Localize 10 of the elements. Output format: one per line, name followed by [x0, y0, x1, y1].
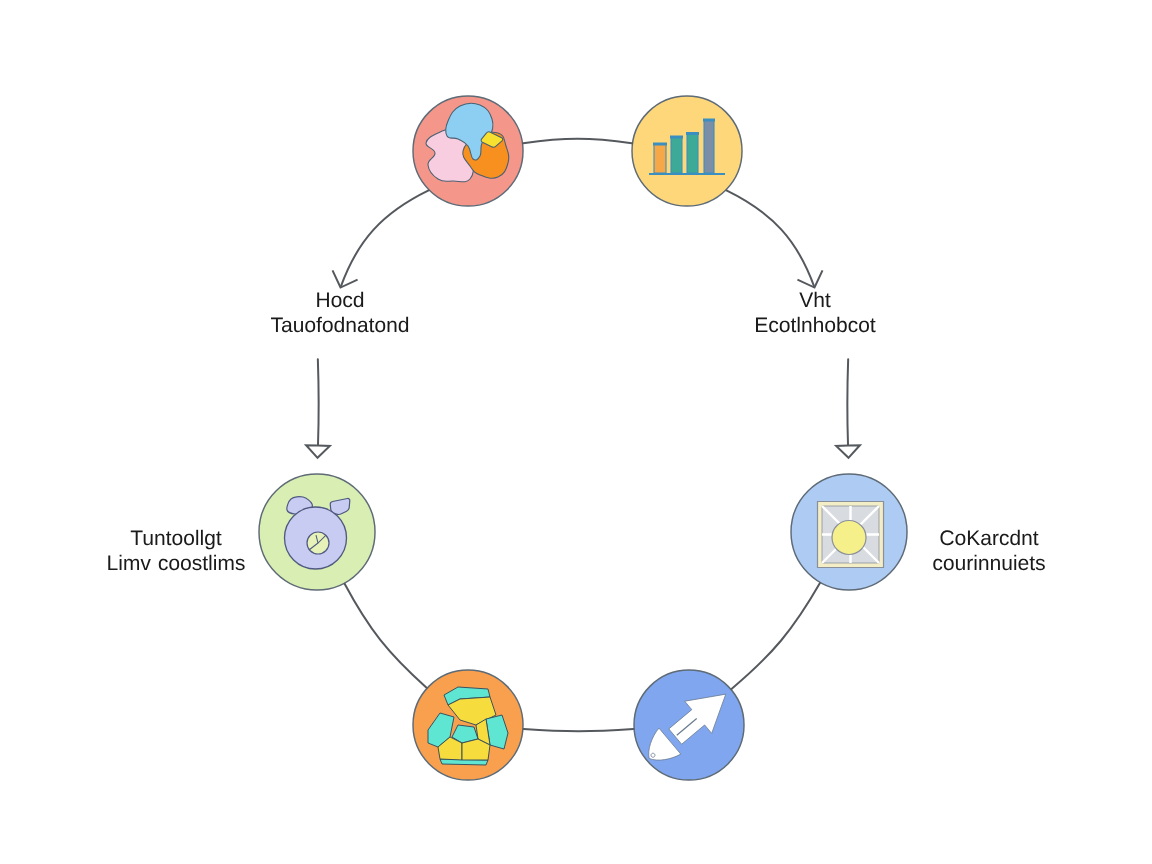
arrow: [725, 189, 824, 289]
step-label: Hocd Tauofodnatond: [271, 291, 409, 333]
connector-line: [343, 582, 428, 689]
connector-line: [730, 582, 821, 690]
side-label: Tuntoollgt Limv coostlims: [108, 529, 245, 571]
step-label: Vht Ecotlnhobcot: [756, 291, 876, 333]
side-label: CoKarcdnt courinnuiets: [933, 529, 1045, 571]
connector-line: [522, 727, 635, 733]
connector-line: [522, 137, 633, 145]
arrow: [331, 189, 430, 289]
